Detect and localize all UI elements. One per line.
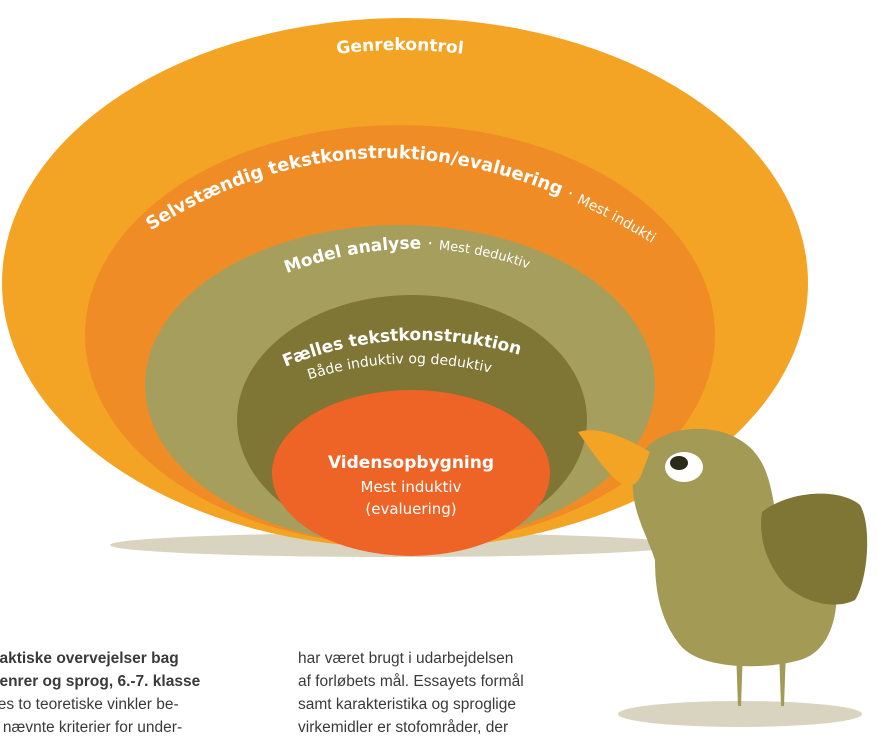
ring-vidensopbygning <box>272 390 550 556</box>
article-right-column: har været brugt i udarbejdelsen af forlø… <box>298 647 553 749</box>
article-heading-line1: daktiske overvejelser bag <box>0 650 179 667</box>
article-left-column: daktiske overvejelser bag genrer og spro… <box>0 647 270 749</box>
article-right-line-3: samt karakteristika og sproglige <box>298 696 516 713</box>
article-left-line-1: ves to teoretiske vinkler be- <box>0 696 179 713</box>
bird-pupil <box>670 456 688 470</box>
article-right-line-2: af forløbets mål. Essayets formål <box>298 673 524 690</box>
vidensopbygning-subtitle: Mest induktiv <box>361 478 462 496</box>
bird-beak <box>578 430 650 486</box>
article-right-line-4: virkemidler er stofområder, der <box>298 719 509 736</box>
vidensopbygning-subtitle2: (evaluering) <box>365 500 456 518</box>
article-left-line-2: e nævnte kriterier for under- <box>0 719 183 736</box>
article-heading-line2: genrer og sprog, 6.-7. klasse <box>0 673 201 690</box>
bird-wing <box>761 493 868 605</box>
bird-illustration <box>578 428 868 706</box>
bird-shadow <box>618 701 862 727</box>
model-analyse-separator: · <box>427 234 433 254</box>
vidensopbygning-title: Vidensopbygning <box>328 453 494 473</box>
bird-body <box>632 428 837 667</box>
article-right-line-1: har været brugt i udarbejdelsen <box>298 650 514 667</box>
genrekontrol-label: Genrekontrol <box>335 35 464 59</box>
